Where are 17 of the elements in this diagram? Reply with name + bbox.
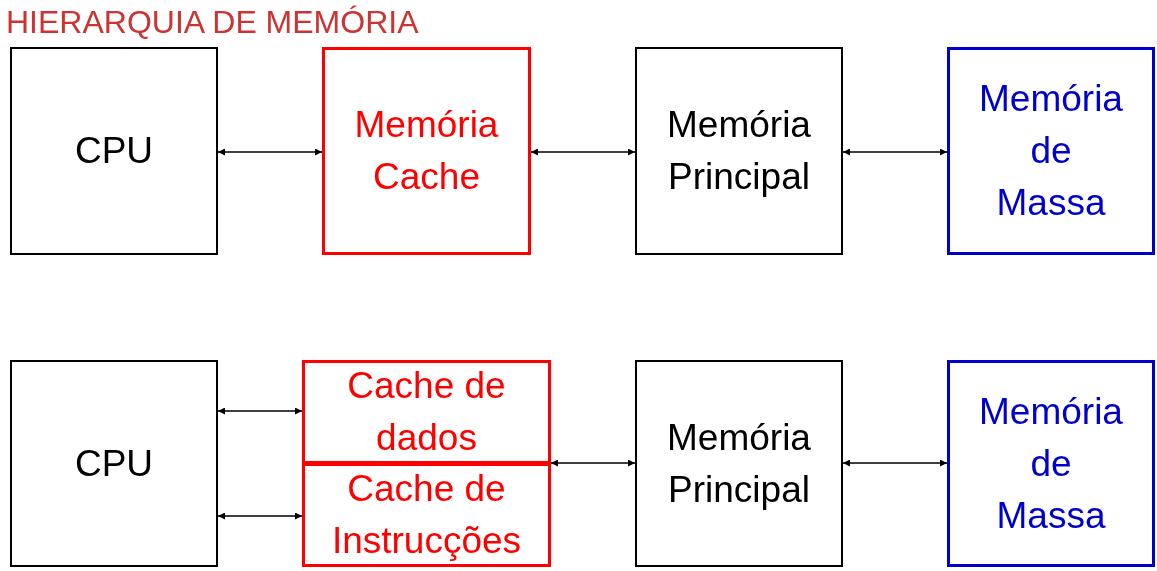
double-arrow xyxy=(217,148,323,156)
memory-box: Cache de dados xyxy=(302,360,551,464)
double-arrow xyxy=(842,459,948,467)
memory-box: CPU xyxy=(10,47,218,255)
double-arrow xyxy=(217,512,303,520)
memory-box: Memória de Massa xyxy=(947,360,1155,567)
memory-box: Memória Principal xyxy=(635,360,843,567)
memory-box: Memória Cache xyxy=(322,47,531,255)
memory-box: Cache de Instrucções xyxy=(302,463,551,567)
double-arrow xyxy=(550,459,636,467)
diagram-title: HIERARQUIA DE MEMÓRIA xyxy=(6,3,419,42)
memory-box: Memória Principal xyxy=(635,47,843,255)
memory-box: Memória de Massa xyxy=(947,47,1155,255)
double-arrow xyxy=(530,148,636,156)
double-arrow xyxy=(842,148,948,156)
double-arrow xyxy=(217,407,303,415)
memory-box: CPU xyxy=(10,360,218,567)
